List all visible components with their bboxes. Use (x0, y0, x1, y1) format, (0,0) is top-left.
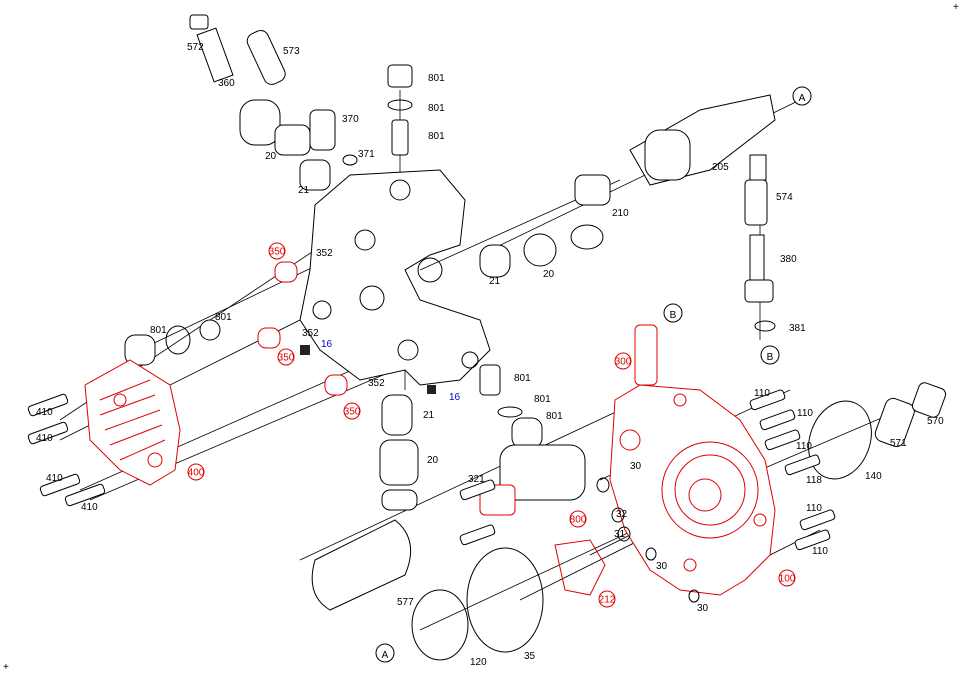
part-label-570: 570 (927, 416, 944, 427)
red-valves (257, 261, 436, 396)
part-label-118: 118 (806, 475, 822, 486)
part-label-100: 100 (779, 574, 796, 585)
part-label-210: 210 (612, 208, 629, 219)
part-label-321: 321 (468, 474, 485, 485)
corner-mark: + (3, 662, 9, 673)
part-label-110: 110 (754, 388, 770, 399)
part-label-140: 140 (865, 471, 882, 482)
part-label-410: 410 (81, 502, 98, 513)
part-label-352: 352 (302, 328, 319, 339)
left-parts (27, 319, 221, 507)
pump-flange-100 (609, 324, 836, 603)
part-label-35: 35 (524, 651, 536, 662)
part-label-30: 30 (656, 561, 668, 572)
label-circle (343, 402, 361, 420)
part-label-801: 801 (150, 325, 167, 336)
part-label-380: 380 (780, 254, 797, 265)
label-circle (614, 352, 632, 370)
part-label-21: 21 (489, 276, 501, 287)
reference-marker-a: A (382, 650, 389, 661)
part-label-300: 300 (615, 357, 632, 368)
part-label-16: 16 (449, 392, 461, 403)
part-label-801: 801 (546, 411, 563, 422)
reference-marker-a: A (799, 93, 806, 104)
part-label-360: 360 (218, 78, 235, 89)
part-label-32: 32 (616, 509, 628, 520)
part-label-212: 212 (599, 595, 616, 606)
part-label-371: 371 (358, 149, 375, 160)
part-label-577: 577 (397, 597, 414, 608)
part-label-801: 801 (428, 73, 445, 84)
part-label-110: 110 (812, 546, 828, 557)
part-label-350: 350 (344, 407, 361, 418)
part-label-801: 801 (428, 103, 445, 114)
label-circle (187, 463, 205, 481)
part-label-572: 572 (187, 42, 204, 53)
part-label-110: 110 (806, 503, 822, 514)
top-parts (189, 14, 413, 191)
part-label-801: 801 (514, 373, 531, 384)
label-circle (268, 242, 286, 260)
part-label-350: 350 (278, 353, 295, 364)
label-circle (277, 348, 295, 366)
part-label-21: 21 (298, 185, 310, 196)
label-circle (792, 86, 812, 106)
part-label-573: 573 (283, 46, 300, 57)
label-circle (375, 643, 395, 663)
part-label-801: 801 (534, 394, 551, 405)
part-label-410: 410 (36, 433, 53, 444)
part-label-205: 205 (712, 162, 729, 173)
part-label-110: 110 (796, 441, 812, 452)
part-label-352: 352 (368, 378, 385, 389)
part-label-370: 370 (342, 114, 359, 125)
corner-mark: + (953, 2, 959, 13)
part-label-801: 801 (428, 131, 445, 142)
lower-parts (311, 364, 610, 661)
part-label-20: 20 (427, 455, 439, 466)
plug-16 (300, 345, 310, 355)
part-label-30: 30 (697, 603, 709, 614)
part-label-31: 31 (614, 529, 626, 540)
label-circle (569, 510, 587, 528)
pump-housing (299, 169, 491, 386)
part-label-21: 21 (423, 410, 435, 421)
part-label-20: 20 (265, 151, 277, 162)
part-label-381: 381 (789, 323, 806, 334)
label-circle (760, 345, 780, 365)
part-label-410: 410 (36, 407, 53, 418)
part-label-110: 110 (797, 408, 813, 419)
part-label-120: 120 (470, 657, 487, 668)
part-label-801: 801 (215, 312, 232, 323)
part-label-410: 410 (46, 473, 63, 484)
label-circle (598, 590, 616, 608)
part-label-574: 574 (776, 192, 793, 203)
reference-marker-b: B (670, 310, 677, 321)
sensor-assembly (479, 94, 947, 480)
label-circle (663, 303, 683, 323)
part-label-400: 400 (188, 468, 205, 479)
label-circle (778, 569, 796, 587)
reference-marker-b: B (767, 352, 774, 363)
part-label-350: 350 (269, 247, 286, 258)
part-label-800: 800 (570, 515, 587, 526)
plug-16 (427, 385, 436, 394)
part-label-571: 571 (890, 438, 907, 449)
part-label-352: 352 (316, 248, 333, 259)
part-label-20: 20 (543, 269, 555, 280)
part-label-30: 30 (630, 461, 642, 472)
part-label-16: 16 (321, 339, 333, 350)
